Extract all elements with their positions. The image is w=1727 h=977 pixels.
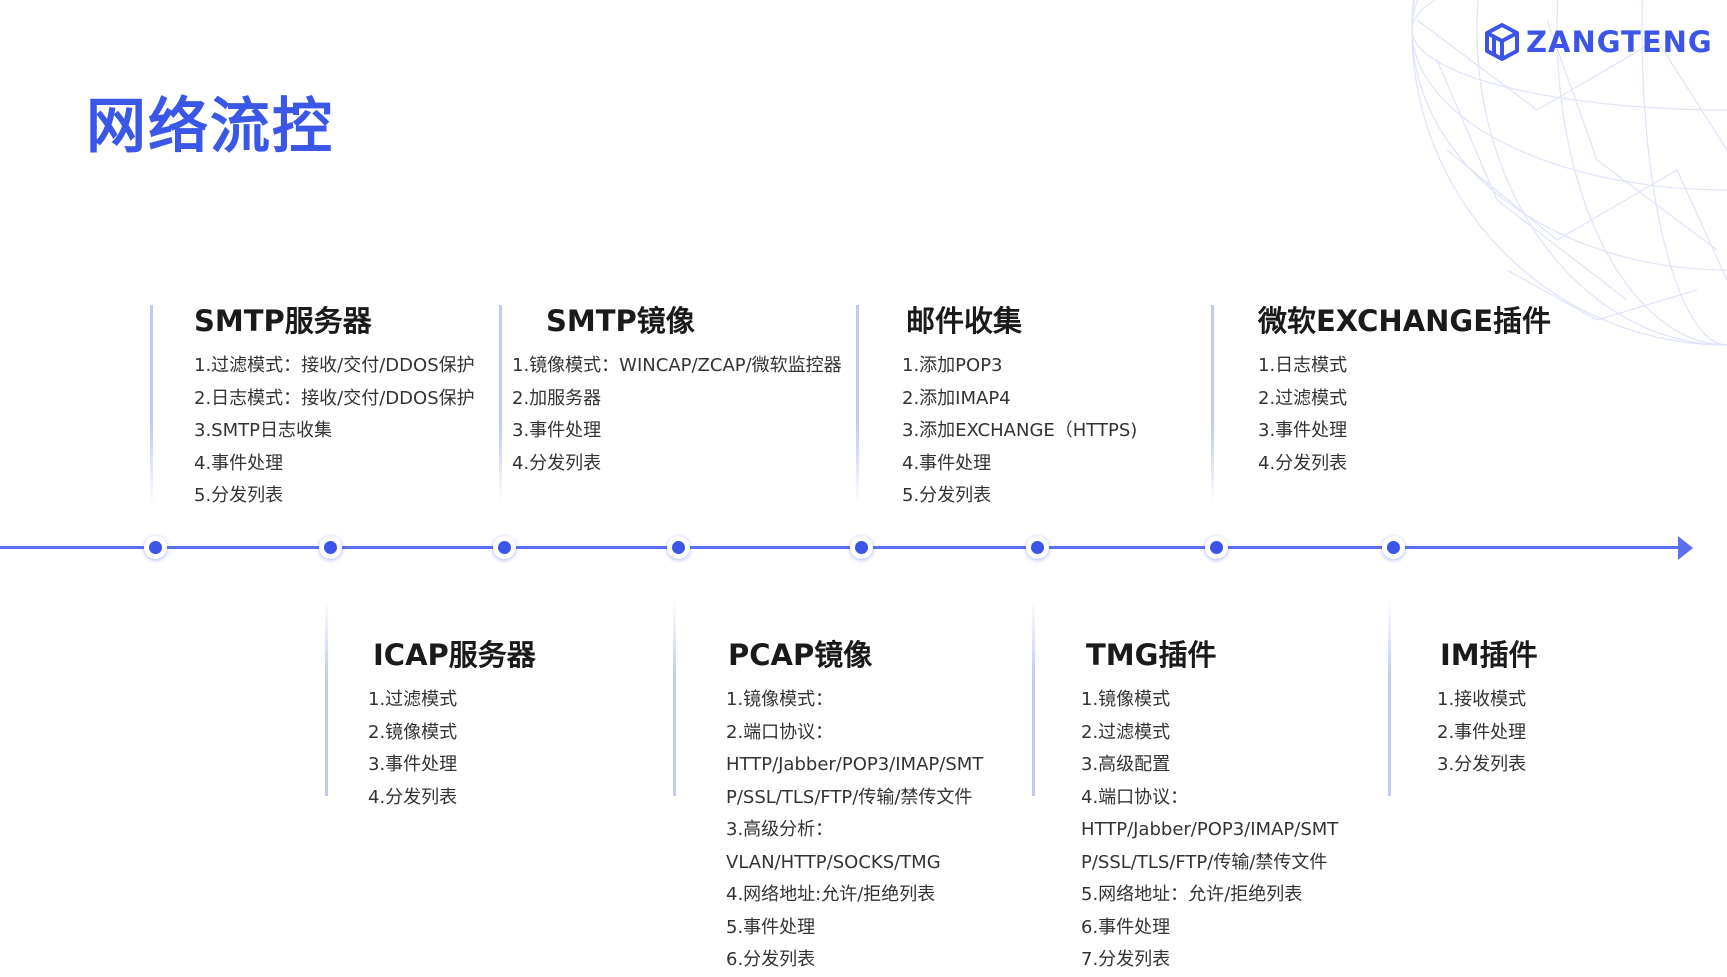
card-smtp-server: SMTP服务器 1.过滤模式：接收/交付/DDOS保护 2.日志模式：接收/交付… <box>194 298 475 513</box>
list-item: 5.网络地址：允许/拒绝列表 <box>1081 884 1303 905</box>
card-title: SMTP服务器 <box>194 304 372 338</box>
divider-top-3 <box>856 305 859 505</box>
card-title: SMTP镜像 <box>546 304 695 338</box>
brand-name: ZANGTENG <box>1526 25 1713 59</box>
divider-top-2 <box>499 305 502 505</box>
list-item: 2.日志模式：接收/交付/DDOS保护 <box>194 387 475 409</box>
feature-list: 1.过滤模式 2.镜像模式 3.事件处理 4.分发列表 <box>368 684 536 814</box>
list-item: 1.镜像模式： <box>726 689 834 710</box>
card-title: ICAP服务器 <box>373 638 536 672</box>
list-item: 2.过滤模式 <box>1258 387 1348 409</box>
list-item: 2.事件处理 <box>1437 721 1527 743</box>
feature-list: 1.添加POP3 2.添加IMAP4 3.添加EXCHANGE（HTTPS) 4… <box>902 350 1137 513</box>
card-pcap-mirror: PCAP镜像 1.镜像模式： 2.端口协议： HTTP/Jabber/POP3/… <box>726 632 983 977</box>
list-item: 3.添加EXCHANGE（HTTPS) <box>902 420 1138 441</box>
list-item: 1.接收模式 <box>1437 689 1527 710</box>
list-item: HTTP/Jabber/POP3/IMAP/SMT <box>1081 819 1339 840</box>
feature-list: 1.镜像模式：WINCAP/ZCAP/微软监控器 2.加服务器 3.事件处理 4… <box>512 350 842 480</box>
list-item: 3.事件处理 <box>512 420 602 441</box>
list-item: 5.分发列表 <box>194 485 284 506</box>
timeline-node-5 <box>850 536 873 559</box>
globe-decoration <box>1411 0 1727 346</box>
divider-bottom-4 <box>1388 600 1391 796</box>
list-item: 3.SMTP日志收集 <box>194 420 332 441</box>
card-title: PCAP镜像 <box>728 638 873 672</box>
list-item: 4.端口协议： <box>1081 786 1189 808</box>
timeline-node-7 <box>1205 536 1228 559</box>
list-item: 1.过滤模式 <box>368 689 458 710</box>
list-item: 3.事件处理 <box>368 754 458 775</box>
list-item: 4.事件处理 <box>902 452 992 474</box>
feature-list: 1.接收模式 2.事件处理 3.分发列表 <box>1437 684 1538 782</box>
card-title: IM插件 <box>1440 638 1538 672</box>
card-title: 微软EXCHANGE插件 <box>1258 304 1552 338</box>
timeline-node-6 <box>1026 536 1049 559</box>
list-item: 2.加服务器 <box>512 387 602 409</box>
card-smtp-mirror: SMTP镜像 1.镜像模式：WINCAP/ZCAP/微软监控器 2.加服务器 3… <box>512 298 842 480</box>
card-exchange-plugin: 微软EXCHANGE插件 1.日志模式 2.过滤模式 3.事件处理 4.分发列表 <box>1258 298 1551 480</box>
feature-list: 1.镜像模式： 2.端口协议： HTTP/Jabber/POP3/IMAP/SM… <box>726 684 983 977</box>
divider-top-4 <box>1211 305 1214 505</box>
list-item: 2.过滤模式 <box>1081 721 1171 743</box>
timeline-axis <box>0 546 1680 549</box>
list-item: 6.事件处理 <box>1081 916 1171 938</box>
divider-bottom-2 <box>673 600 676 796</box>
list-item: 4.分发列表 <box>1258 452 1348 474</box>
timeline-node-3 <box>493 536 516 559</box>
card-mail-collection: 邮件收集 1.添加POP3 2.添加IMAP4 3.添加EXCHANGE（HTT… <box>902 298 1137 513</box>
feature-list: 1.日志模式 2.过滤模式 3.事件处理 4.分发列表 <box>1258 350 1551 480</box>
list-item: 1.镜像模式：WINCAP/ZCAP/微软监控器 <box>512 355 842 376</box>
list-item: 3.高级配置 <box>1081 754 1171 775</box>
cube-icon <box>1485 23 1519 61</box>
list-item: 4.网络地址:允许/拒绝列表 <box>726 884 936 905</box>
list-item: 2.端口协议： <box>726 721 834 743</box>
list-item: 3.分发列表 <box>1437 754 1527 775</box>
page-title: 网络流控 <box>86 92 334 162</box>
brand-logo: ZANGTENG <box>1484 22 1713 62</box>
list-item: VLAN/HTTP/SOCKS/TMG <box>726 851 941 873</box>
list-item: 1.过滤模式：接收/交付/DDOS保护 <box>194 355 475 376</box>
divider-top-1 <box>150 305 153 505</box>
card-tmg-plugin: TMG插件 1.镜像模式 2.过滤模式 3.高级配置 4.端口协议： HTTP/… <box>1081 632 1338 977</box>
list-item: 2.添加IMAP4 <box>902 387 1011 409</box>
list-item: 7.分发列表 <box>1081 949 1171 970</box>
list-item: 1.镜像模式 <box>1081 689 1171 710</box>
list-item: 4.分发列表 <box>368 786 458 808</box>
list-item: 3.高级分析： <box>726 819 834 840</box>
list-item: 5.事件处理 <box>726 916 816 938</box>
list-item: P/SSL/TLS/FTP/传输/禁传文件 <box>1081 851 1328 873</box>
list-item: 5.分发列表 <box>902 485 992 506</box>
feature-list: 1.镜像模式 2.过滤模式 3.高级配置 4.端口协议： HTTP/Jabber… <box>1081 684 1338 977</box>
divider-bottom-3 <box>1032 600 1035 796</box>
list-item: 1.添加POP3 <box>902 355 1003 376</box>
card-title: 邮件收集 <box>906 304 1023 338</box>
divider-bottom-1 <box>325 600 328 796</box>
list-item: 3.事件处理 <box>1258 420 1348 441</box>
list-item: 2.镜像模式 <box>368 721 458 743</box>
card-icap-server: ICAP服务器 1.过滤模式 2.镜像模式 3.事件处理 4.分发列表 <box>368 632 536 814</box>
list-item: 4.分发列表 <box>512 452 602 474</box>
card-title: TMG插件 <box>1086 638 1217 672</box>
timeline-node-4 <box>667 536 690 559</box>
card-im-plugin: IM插件 1.接收模式 2.事件处理 3.分发列表 <box>1437 632 1538 782</box>
timeline-node-2 <box>319 536 342 559</box>
list-item: HTTP/Jabber/POP3/IMAP/SMT <box>726 754 984 775</box>
list-item: P/SSL/TLS/FTP/传输/禁传文件 <box>726 786 973 808</box>
list-item: 6.分发列表 <box>726 949 816 970</box>
timeline-node-1 <box>144 536 167 559</box>
timeline-node-8 <box>1382 536 1405 559</box>
list-item: 1.日志模式 <box>1258 355 1348 376</box>
list-item: 4.事件处理 <box>194 452 284 474</box>
timeline-arrow-icon <box>1678 536 1693 560</box>
feature-list: 1.过滤模式：接收/交付/DDOS保护 2.日志模式：接收/交付/DDOS保护 … <box>194 350 475 513</box>
